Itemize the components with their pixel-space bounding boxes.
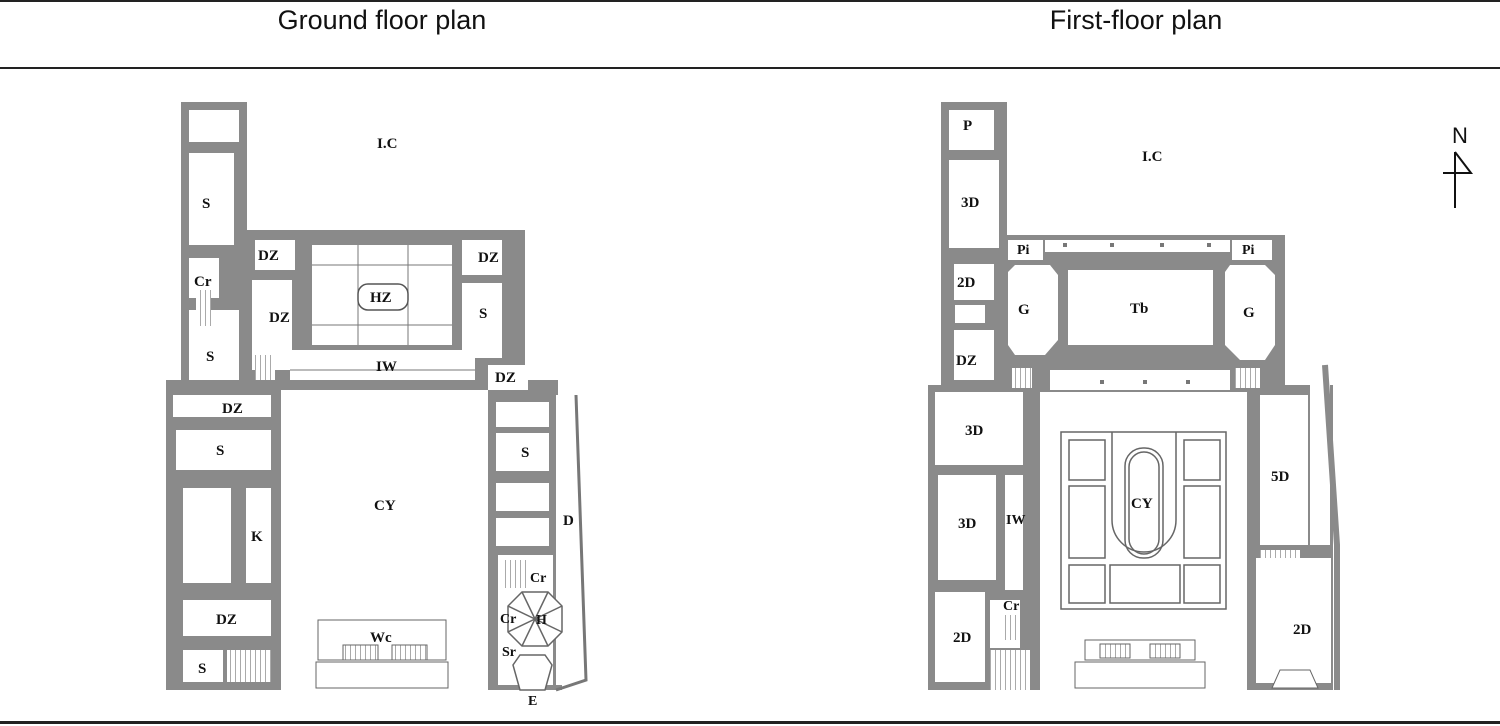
gf-label-cy: CY — [374, 498, 396, 514]
gf-label-e: E — [528, 694, 537, 709]
first-floor-plan: P I.C 3D Pi Pi 2D G Tb G DZ 3D 5D CY 3D … — [928, 102, 1474, 690]
ff-label-pi-w: Pi — [1017, 243, 1030, 258]
gf-label-s-west: S — [206, 349, 214, 365]
gf-label-s-top: S — [202, 196, 210, 212]
ff-label-2d-sw: 2D — [953, 630, 972, 646]
gf-label-dz-ne: DZ — [478, 250, 499, 266]
table-top-rule — [0, 0, 1500, 2]
ff-label-pi-e: Pi — [1242, 243, 1255, 258]
ff-label-cy: CY — [1131, 496, 1153, 512]
gf-label-dz-w: DZ — [222, 401, 243, 417]
gf-label-wc: Wc — [370, 630, 392, 646]
north-arrow-icon: N — [1443, 123, 1474, 208]
gf-label-s-e2: S — [521, 445, 529, 461]
table-header-rule — [0, 67, 1500, 69]
gf-label-dz-nw: DZ — [258, 248, 279, 264]
ground-floor-caption: Ground floor plan — [277, 5, 487, 35]
ff-label-tb: Tb — [1130, 301, 1148, 317]
ff-label-ic: I.C — [1142, 149, 1162, 165]
ff-label-3d-w2: 3D — [958, 516, 977, 532]
first-floor-caption: First-floor plan — [1049, 5, 1223, 35]
ff-label-3d-top: 3D — [961, 195, 980, 211]
ff-label-2d-se: 2D — [1293, 622, 1312, 638]
gf-label-k: K — [251, 529, 263, 545]
gf-label-s-sw: S — [198, 661, 206, 677]
ground-floor-plan: I.C S DZ DZ Cr HZ DZ S S IW DZ DZ S S CY… — [166, 102, 588, 709]
ff-label-5d: 5D — [1271, 469, 1290, 485]
gf-label-iw: IW — [376, 359, 397, 375]
table-bottom-rule — [0, 721, 1500, 724]
gf-label-ic: I.C — [377, 136, 397, 152]
ff-label-p: P — [963, 118, 972, 134]
gf-label-cr-se2: Cr — [500, 612, 516, 627]
gf-label-hz: HZ — [370, 290, 392, 306]
ff-label-2d-nw: 2D — [957, 275, 976, 291]
gf-label-s-east: S — [479, 306, 487, 322]
ff-label-iw: IW — [1006, 513, 1025, 528]
gf-label-cr-nw: Cr — [194, 274, 212, 290]
ff-label-g-w: G — [1018, 302, 1030, 318]
ff-label-3d-w: 3D — [965, 423, 984, 439]
gf-label-sr: Sr — [502, 645, 516, 660]
gf-label-dz-mid: DZ — [269, 310, 290, 326]
north-arrow-label: N — [1452, 123, 1468, 148]
gf-label-dz-e: DZ — [495, 370, 516, 386]
gf-label-d: D — [563, 513, 574, 529]
ff-label-dz: DZ — [956, 353, 977, 369]
ff-label-g-e: G — [1243, 305, 1255, 321]
gf-label-cr-se1: Cr — [530, 571, 546, 586]
ff-label-cr: Cr — [1003, 599, 1019, 614]
gf-label-dz-sw: DZ — [216, 612, 237, 628]
gf-label-h: H — [536, 613, 547, 628]
gf-label-s-w2: S — [216, 443, 224, 459]
